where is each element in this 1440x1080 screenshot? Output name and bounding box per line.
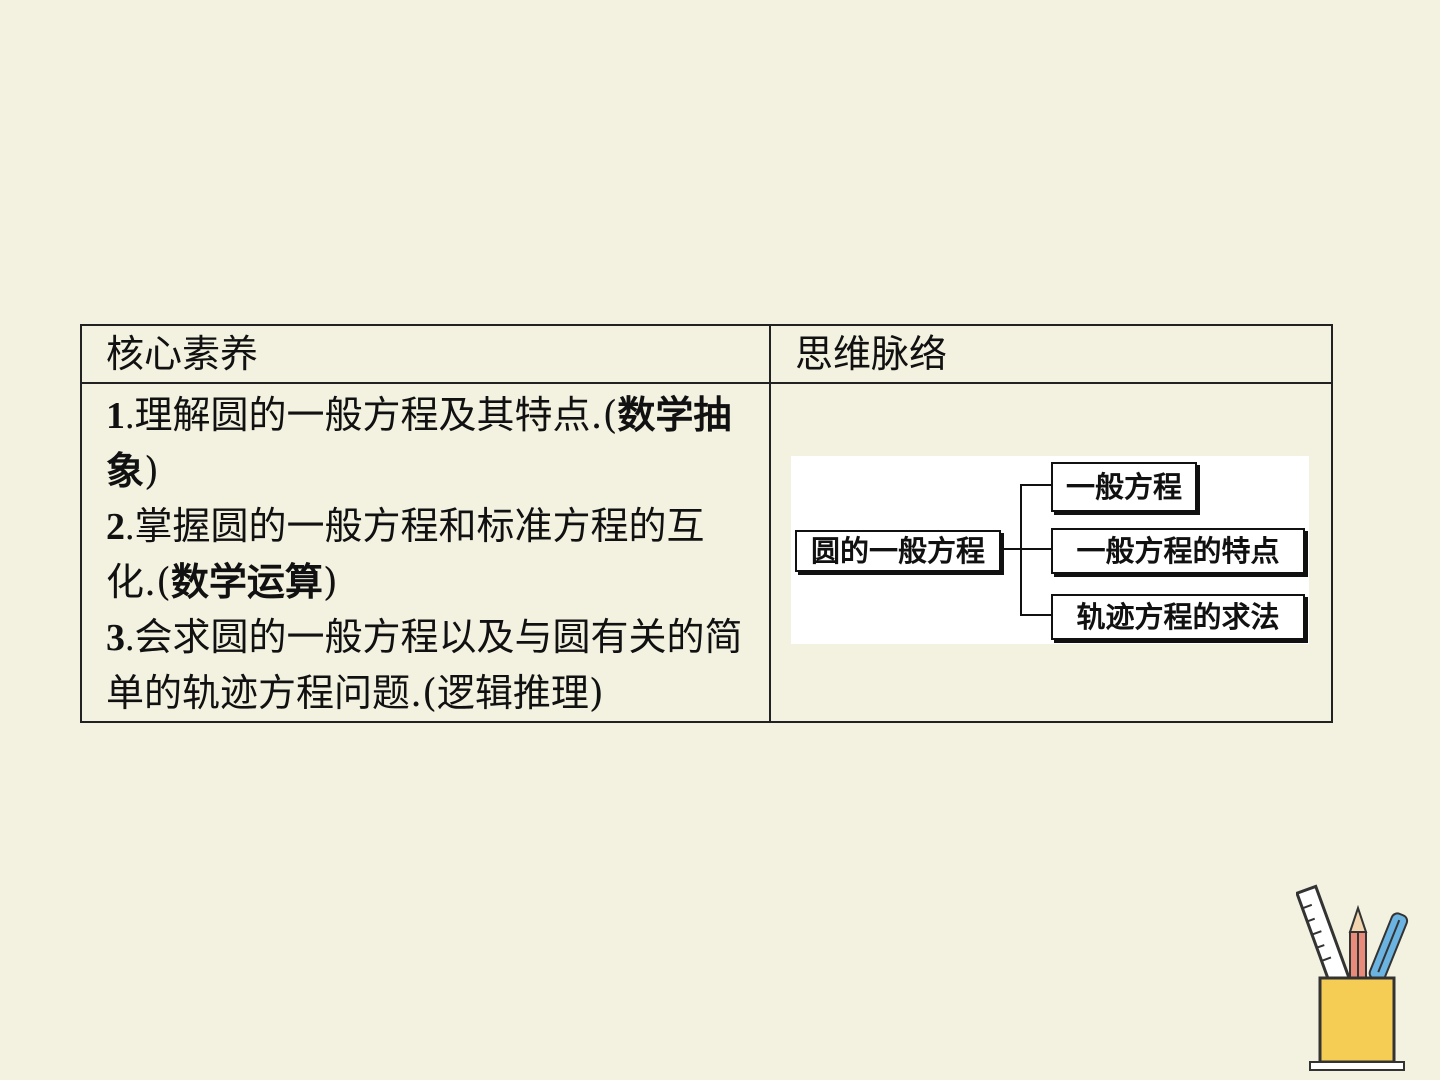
table-header-row: 核心素养 思维脉络: [80, 324, 1333, 384]
mind-map-connector: [1002, 548, 1021, 550]
mind-map-branch-1: 一般方程: [1051, 462, 1197, 512]
mind-map-branch-line-3: [1020, 614, 1051, 616]
literacy-item-1: 1.理解圆的一般方程及其特点.(数学抽象): [106, 393, 732, 493]
header-core-literacy: 核心素养: [80, 324, 771, 384]
table-body-row: 1.理解圆的一般方程及其特点.(数学抽象) 2.掌握圆的一般方程和标准方程的互化…: [80, 382, 1333, 723]
mind-map-spine: [1020, 484, 1022, 616]
literacy-item-3: 3.会求圆的一般方程以及与圆有关的简单的轨迹方程问题.(逻辑推理): [106, 615, 743, 715]
pencil-cup-icon: [1296, 884, 1409, 1071]
mind-map-branch-line-1: [1020, 484, 1051, 486]
mind-map-branch-line-2: [1020, 548, 1051, 550]
header-thinking-context: 思维脉络: [769, 324, 1333, 384]
literacy-list: 1.理解圆的一般方程及其特点.(数学抽象) 2.掌握圆的一般方程和标准方程的互化…: [80, 382, 771, 723]
mind-map-branch-2: 一般方程的特点: [1051, 528, 1305, 574]
mind-map: 圆的一般方程 一般方程 一般方程的特点 轨迹方程的求法: [791, 456, 1309, 644]
mind-map-branch-3: 轨迹方程的求法: [1051, 594, 1305, 640]
mind-map-root: 圆的一般方程: [795, 530, 1001, 572]
literacy-item-2: 2.掌握圆的一般方程和标准方程的互化.(数学运算): [106, 504, 705, 604]
thinking-context-cell: 圆的一般方程 一般方程 一般方程的特点 轨迹方程的求法: [769, 382, 1333, 723]
core-literacy-table: 核心素养 思维脉络 1.理解圆的一般方程及其特点.(数学抽象) 2.掌握圆的一般…: [80, 324, 1333, 723]
